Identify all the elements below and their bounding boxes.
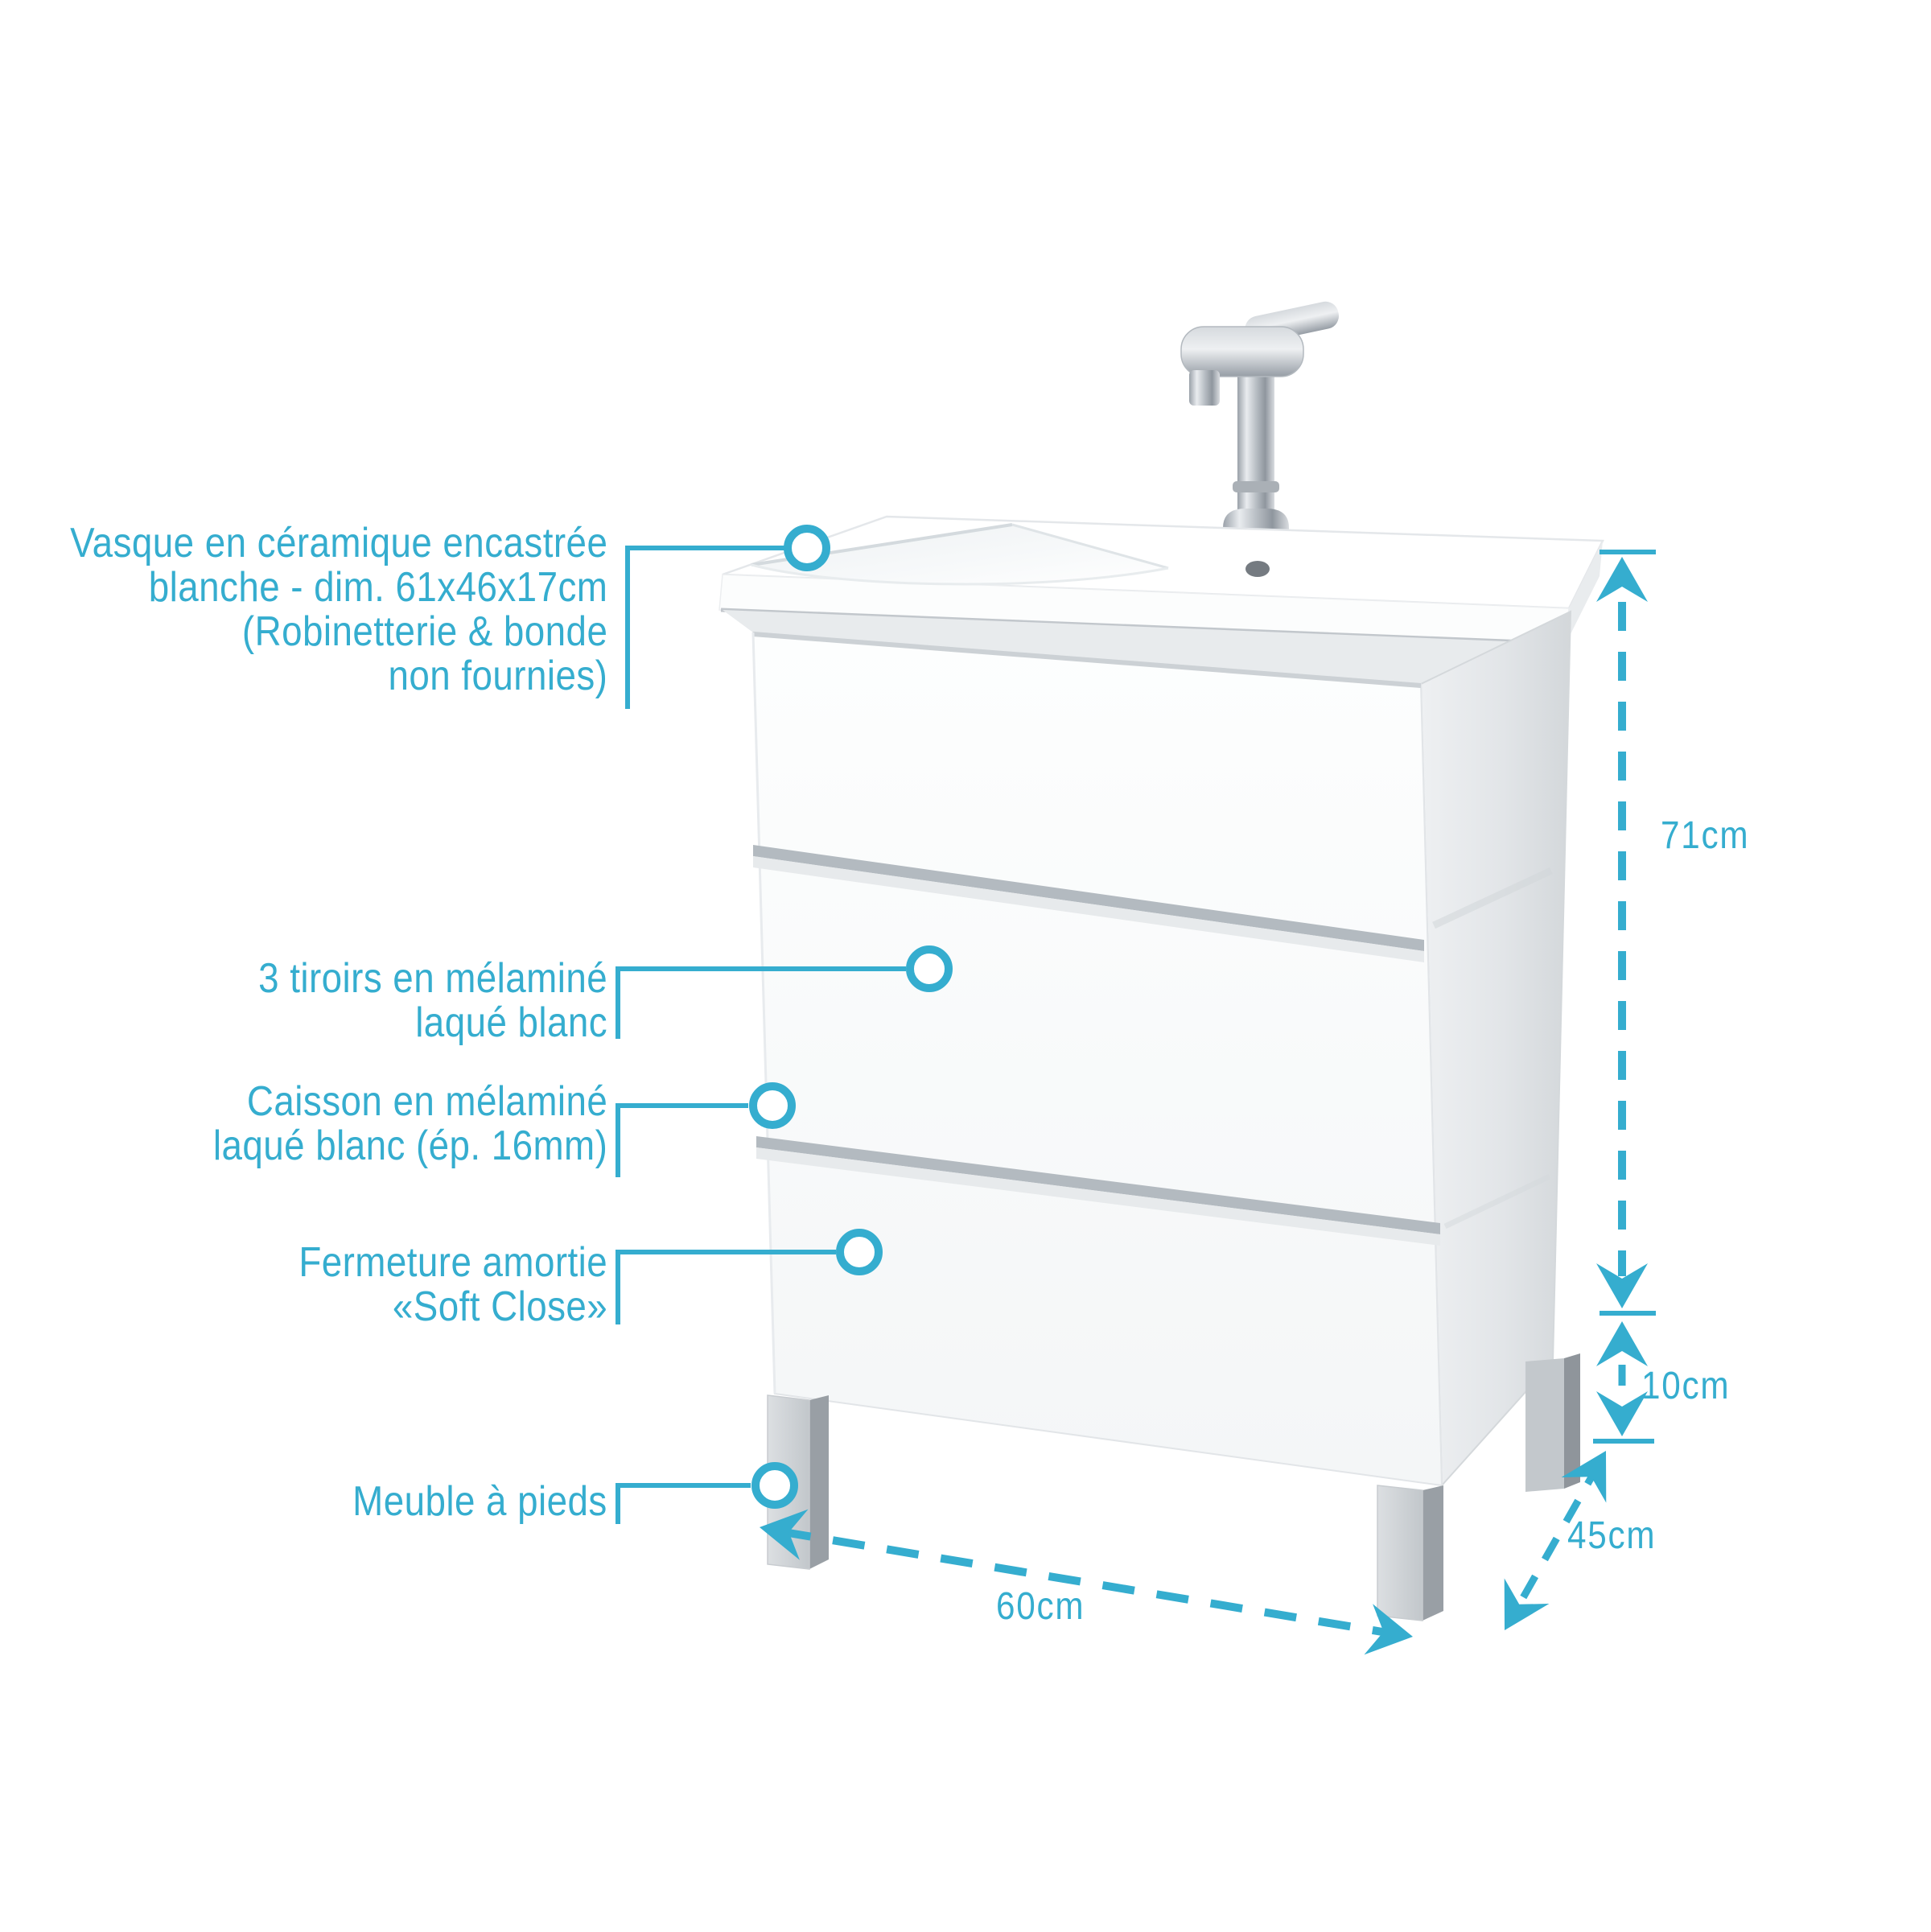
dimension-arrows <box>755 550 1656 1662</box>
callout-lines <box>616 525 953 1524</box>
height-dimension-label: 71cm <box>1661 814 1750 857</box>
annotation-line: blanche - dim. 61x46x17cm <box>148 564 608 611</box>
faucet-icon <box>1180 301 1339 532</box>
depth-dim-line <box>1508 1460 1603 1621</box>
leg-back-right <box>1525 1358 1564 1492</box>
cabinet-left-edge <box>751 632 776 1394</box>
callout-line-pieds <box>616 1483 751 1524</box>
annotation-line: non fournies) <box>388 653 607 699</box>
basin-front-rim <box>751 563 1169 586</box>
drawer-gap-1 <box>753 845 1424 951</box>
annotation-vasque: Vasque en céramique encastrée blanche - … <box>70 521 607 698</box>
leg-front-right <box>1377 1485 1423 1621</box>
width-dim-line <box>778 1527 1398 1638</box>
drawer-gap-1-highlight <box>753 856 1424 962</box>
leg-front-right-side <box>1423 1485 1443 1621</box>
callout-line-tiroirs <box>616 966 906 1039</box>
arrowhead-down-left-icon <box>1482 1578 1550 1643</box>
callout-dot-pieds <box>751 1462 798 1509</box>
arrowhead-up-icon <box>1596 557 1648 602</box>
callout-dot-soft-close <box>836 1229 883 1275</box>
side-gap-line-1 <box>1432 867 1553 929</box>
drawer-gap-2-highlight <box>756 1147 1440 1246</box>
cabinet-top-seam <box>752 632 1422 688</box>
basin-ridge-right <box>1011 523 1169 570</box>
faucet-base <box>1223 509 1289 532</box>
countertop-right-edge <box>1566 541 1603 644</box>
cabinet-front <box>751 631 1443 1487</box>
annotation-caisson: Caisson en mélaminé laqué blanc (ép. 16m… <box>213 1080 607 1168</box>
callout-dot-caisson <box>749 1082 796 1129</box>
faucet-collar <box>1233 481 1279 492</box>
side-gap-line-2 <box>1443 1173 1551 1230</box>
faucet-spout <box>1189 370 1220 406</box>
annotation-line: laqué blanc (ép. 16mm) <box>212 1123 607 1169</box>
overflow-hole-icon <box>1245 561 1270 577</box>
annotation-line: Fermeture amortie <box>299 1239 607 1286</box>
annotation-line: laqué blanc <box>415 999 607 1046</box>
callout-line-caisson <box>616 1103 748 1177</box>
faucet-column <box>1237 362 1274 525</box>
cabinet <box>723 610 1572 1488</box>
depth-dimension-label: 45cm <box>1567 1514 1657 1557</box>
leg-back-right-side <box>1564 1353 1580 1489</box>
faucet-head <box>1180 326 1304 377</box>
annotation-line: Meuble à pieds <box>352 1478 607 1525</box>
annotation-pieds: Meuble à pieds <box>352 1480 607 1524</box>
callout-dot-vasque <box>784 525 830 571</box>
annotation-line: (Robinetterie & bonde <box>241 608 607 655</box>
width-dimension-label: 60cm <box>996 1585 1085 1628</box>
annotation-line: 3 tiroirs en mélaminé <box>258 955 607 1002</box>
annotation-tiroirs: 3 tiroirs en mélaminé laqué blanc <box>258 957 607 1045</box>
annotation-line: Caisson en mélaminé <box>246 1078 607 1125</box>
callout-line-soft-close <box>616 1250 836 1324</box>
callout-line-vasque <box>625 546 787 709</box>
arrowhead-down-icon <box>1596 1391 1648 1436</box>
leg-front-left-side <box>809 1395 829 1569</box>
arrowhead-up-icon <box>1596 1321 1648 1366</box>
annotation-soft-close: Fermeture amortie «Soft Close» <box>299 1241 607 1329</box>
feet-dimension-label: 10cm <box>1641 1365 1731 1407</box>
annotation-line: «Soft Close» <box>392 1283 607 1330</box>
drawer-gap-2 <box>756 1136 1440 1234</box>
annotation-line: Vasque en céramique encastrée <box>69 520 607 566</box>
callout-dot-tiroirs <box>906 945 953 992</box>
cabinet-side-panel <box>1419 610 1572 1488</box>
countertop-underside-shadow <box>723 610 1566 684</box>
